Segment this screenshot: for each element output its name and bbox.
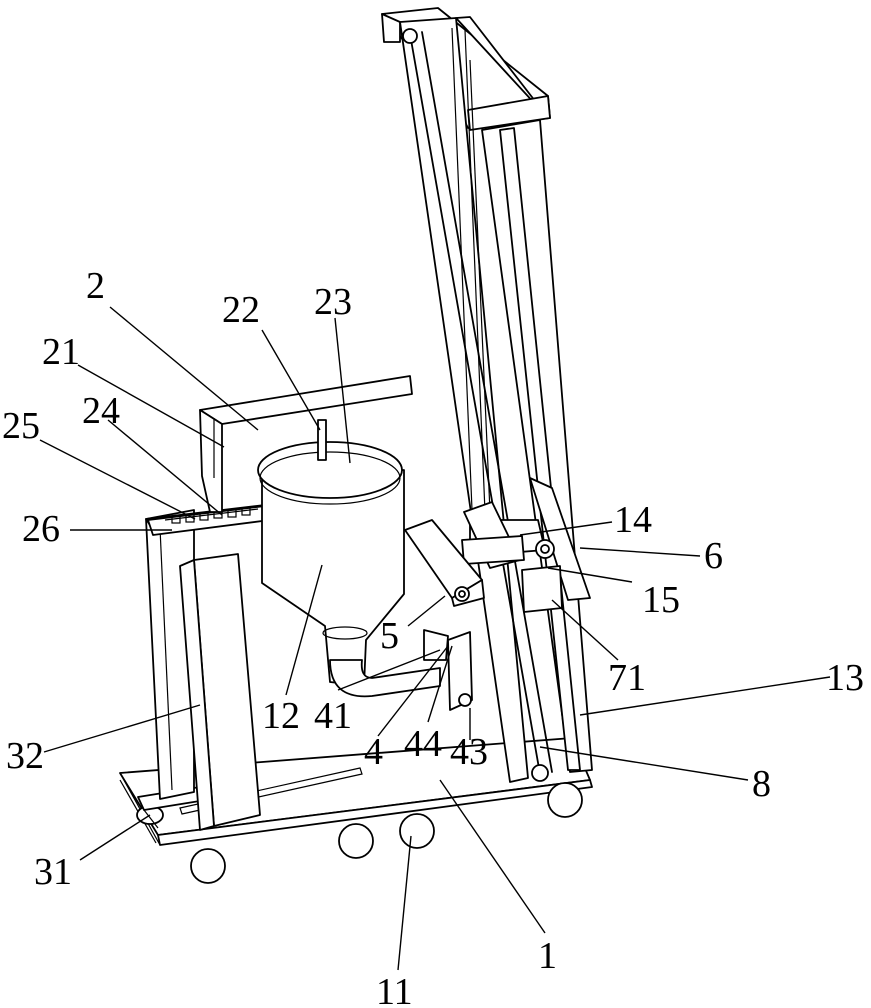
label-24: 24 <box>82 390 120 432</box>
label-41: 41 <box>314 695 352 737</box>
label-21: 21 <box>42 331 80 373</box>
label-4: 4 <box>364 731 383 773</box>
label-13: 13 <box>826 657 864 699</box>
lifting-mast <box>382 8 592 782</box>
label-2: 2 <box>86 265 105 307</box>
left-support-frame <box>146 505 272 830</box>
label-15: 15 <box>642 579 680 621</box>
label-14: 14 <box>614 499 652 541</box>
label-6: 6 <box>704 535 723 577</box>
label-25: 25 <box>2 405 40 447</box>
label-22: 22 <box>222 289 260 331</box>
label-43: 43 <box>450 731 488 773</box>
label-23: 23 <box>314 281 352 323</box>
label-11: 11 <box>376 971 413 1008</box>
label-32: 32 <box>6 735 44 777</box>
label-8: 8 <box>752 763 771 805</box>
hopper <box>258 442 440 696</box>
label-44: 44 <box>404 723 442 765</box>
label-5: 5 <box>380 615 399 657</box>
label-26: 26 <box>22 508 60 550</box>
label-1: 1 <box>538 935 557 977</box>
label-12: 12 <box>262 695 300 737</box>
label-71: 71 <box>608 657 646 699</box>
label-31: 31 <box>34 851 72 893</box>
